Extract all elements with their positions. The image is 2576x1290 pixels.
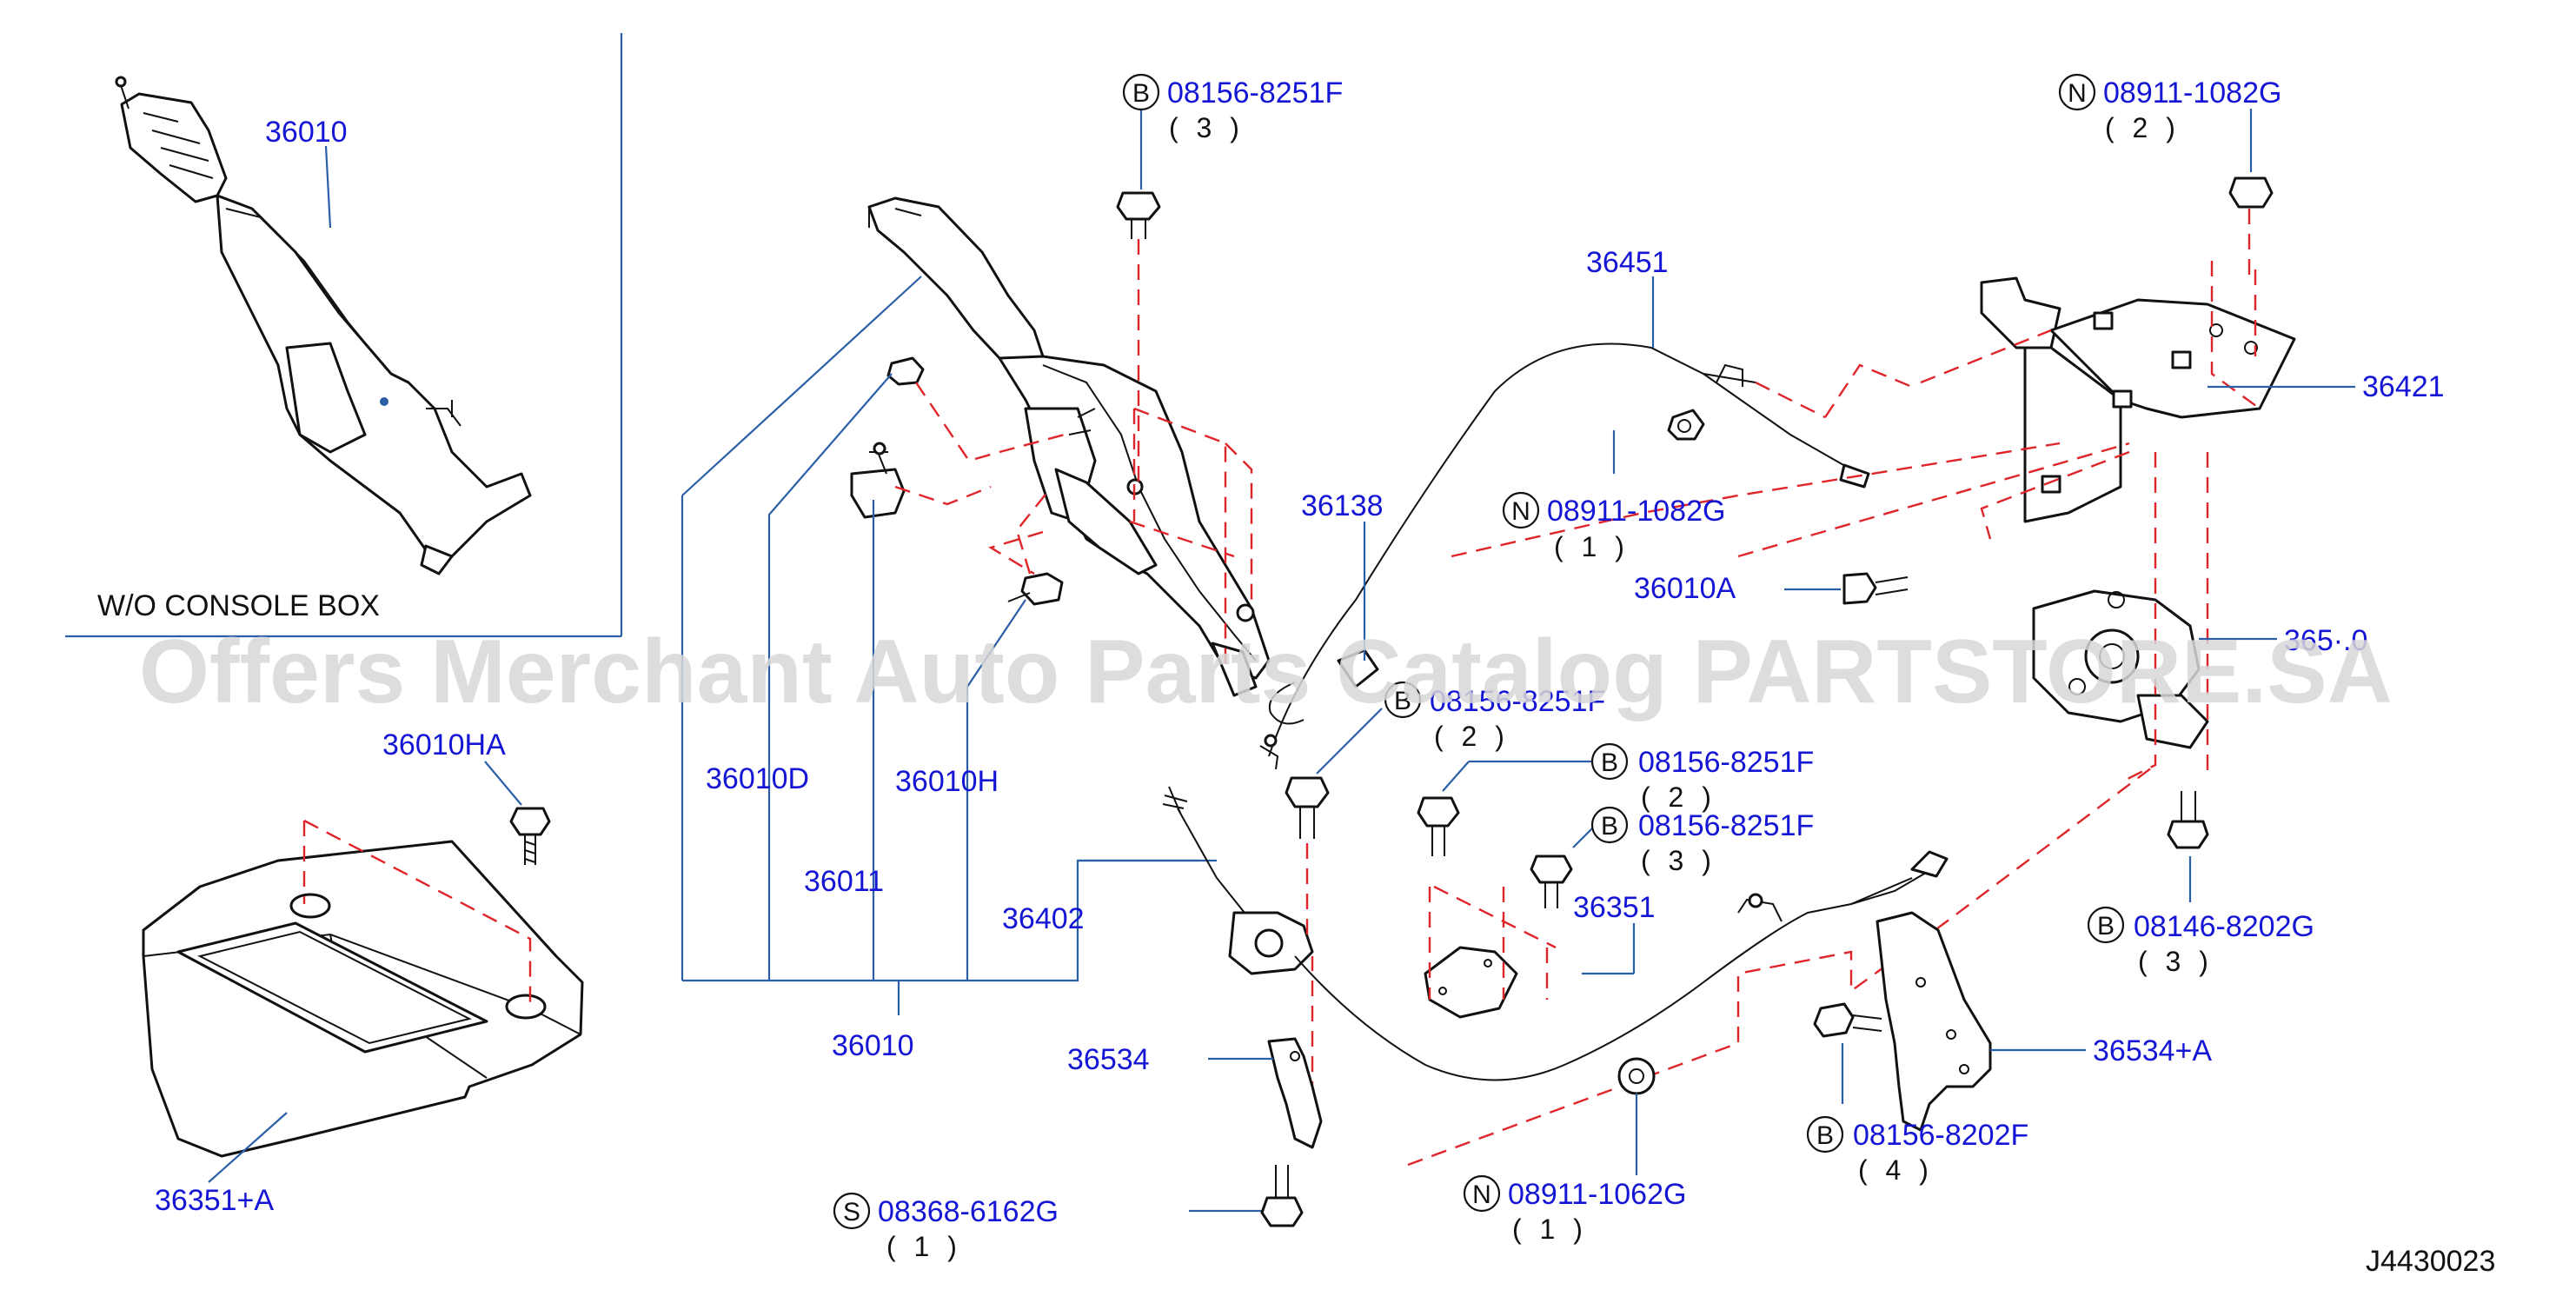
fastener-letter: B [1601,748,1618,777]
small-parts-drawing [1267,885,1992,1149]
fastener-letter-circle [1590,806,1629,844]
label-36534A: 36534+A [2093,1034,2212,1067]
fastener-qty: ( 2 ) [1434,721,1510,752]
console-box-drawing [142,807,584,1158]
fastener-letter: B [2097,912,2115,941]
callout-f2[interactable]: N 08911-1082G ( 2 ) [2058,73,2281,143]
leader-36351A [208,1112,288,1183]
label-36451: 36451 [1586,246,1669,279]
callout-f7[interactable]: B 08146-8202G ( 3 ) [2087,906,2314,977]
fastener-letter-circle [1463,1174,1501,1213]
fastener-letter: B [1132,79,1150,108]
fastener-qty: ( 1 ) [1512,1214,1588,1245]
fastener-qty: ( 4 ) [1858,1154,1934,1186]
fastener-letter: N [2068,79,2087,108]
bolt-f7 [2167,791,2209,902]
bolt-f4 [1285,708,1383,939]
fastener-qty: ( 1 ) [1554,531,1630,562]
bolt-36010A [1784,572,1909,605]
inset-panel: 36010 W/O CONSOLE BOX [65,33,623,638]
fastener-letter-circle [1122,73,1160,111]
callout-f9[interactable]: N 08911-1062G ( 1 ) [1463,1174,1686,1245]
fastener-letter-circle [1384,681,1422,719]
callout-f1[interactable]: B 08156-8251F ( 3 ) [1122,73,1343,143]
leader-36010D [767,373,893,981]
leader-36010HA [484,761,522,806]
fastener-qty: ( 2 ) [1641,781,1716,813]
fastener-code: 08156-8251F [1167,76,1343,110]
label-36010D: 36010D [706,762,809,795]
label-36402: 36402 [1002,902,1085,935]
callout-f8[interactable]: B 08156-8202F ( 4 ) [1806,1115,2028,1186]
label-36010: 36010 [832,1029,914,1062]
fastener-code: 08156-8202F [1853,1119,2028,1152]
fastener-code: 08911-1082G [1547,495,1725,528]
diagram-id: J4430023 [2366,1245,2495,1278]
fastener-letter: N [1511,497,1530,526]
leader-36351 [1582,923,1636,975]
label-36010A: 36010A [1634,572,1736,605]
callout-f6[interactable]: B 08156-8251F ( 3 ) [1590,806,1814,876]
fastener-letter: B [1816,1121,1834,1150]
fastener-qty: ( 2 ) [2105,112,2181,143]
fastener-code: 08146-8202G [2134,910,2314,943]
label-36534: 36534 [1067,1043,1150,1076]
fastener-letter-circle [833,1192,871,1230]
label-36138: 36138 [1301,489,1384,522]
fastener-qty: ( 3 ) [1641,845,1716,876]
fastener-letter-circle [1502,491,1540,529]
fastener-code: 08911-1082G [2103,76,2281,110]
bolt-f6 [1530,825,1596,908]
bolt-f10 [1189,1165,1304,1227]
label-36351: 36351 [1573,891,1656,924]
label-36010HA: 36010HA [382,728,506,761]
watermark-text: Offers Merchant Auto Parts Catalog PARTS… [139,622,2393,722]
bolt-f1 [1116,109,1161,487]
fastener-letter: S [843,1198,860,1227]
label-36010-inset: 36010 [265,116,348,149]
callout-f10[interactable]: S 08368-6162G ( 1 ) [833,1192,1059,1262]
label-36011: 36011 [804,865,884,898]
bracket-36421-drawing [1311,261,2296,1167]
main-lever-drawing [850,196,1305,725]
fastener-code: 08156-8251F [1638,746,1814,779]
label-36530: 365·.0 [2284,624,2367,657]
fastener-code: 08156-8251F [1430,685,1605,718]
fastener-letter: B [1601,812,1618,841]
bolt-f5 [1417,760,1595,856]
fastener-letter-circle [2058,73,2096,111]
label-36010H: 36010H [895,765,999,798]
fastener-code: 08911-1062G [1508,1178,1686,1211]
inset-caption: W/O CONSOLE BOX [97,589,380,622]
nut-f2 [2228,109,2274,278]
fastener-letter-circle [1806,1115,1844,1154]
fastener-letter-circle [2087,906,2125,944]
label-36351A: 36351+A [155,1184,274,1217]
fastener-code: 08156-8251F [1638,809,1814,842]
leader-36010-inset [324,145,332,229]
fastener-letter-circle [1590,742,1629,781]
fastener-letter: N [1472,1180,1491,1209]
fastener-qty: ( 3 ) [1169,112,1245,143]
callout-f4[interactable]: B 08156-8251F ( 2 ) [1384,681,1605,752]
callout-f5[interactable]: B 08156-8251F ( 2 ) [1590,742,1814,813]
inset-lever-drawing [115,76,532,575]
leader-36010H [966,599,1026,981]
callout-f3[interactable]: N 08911-1082G ( 1 ) [1502,491,1725,562]
cables-drawing [1162,342,1949,1081]
fastener-qty: ( 1 ) [886,1231,962,1262]
bolt-f8 [1813,1002,1882,1104]
label-36421: 36421 [2362,370,2445,403]
fastener-letter: B [1394,687,1411,715]
fastener-code: 08368-6162G [878,1195,1059,1228]
fastener-qty: ( 3 ) [2138,946,2214,977]
